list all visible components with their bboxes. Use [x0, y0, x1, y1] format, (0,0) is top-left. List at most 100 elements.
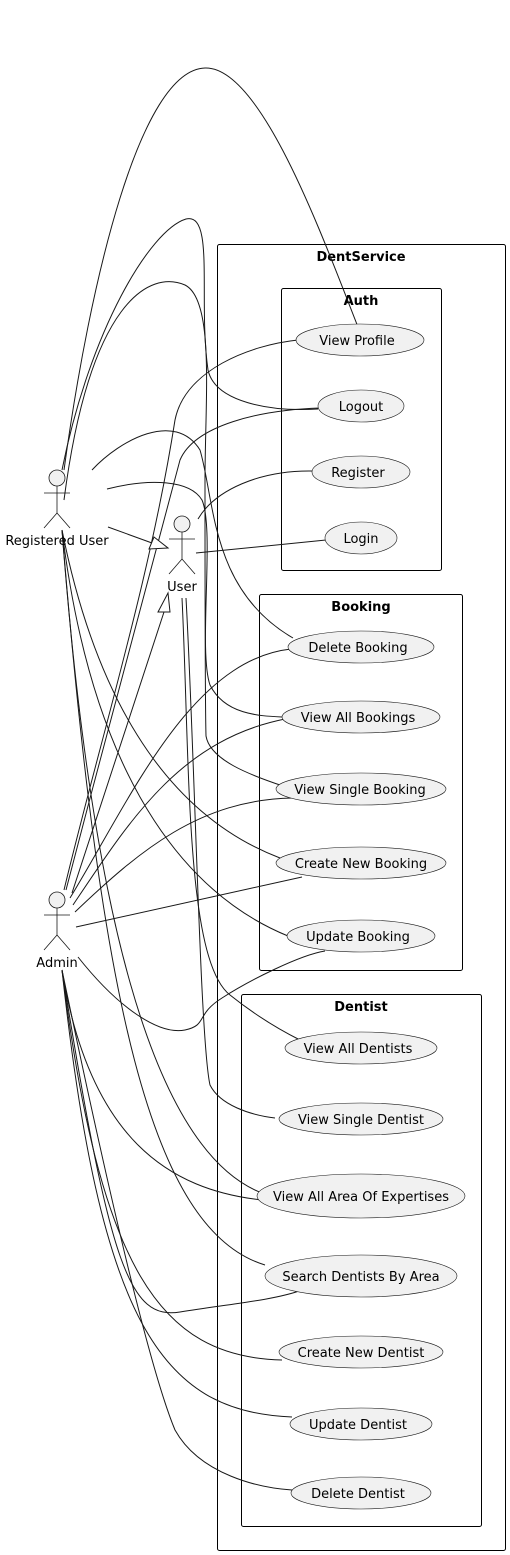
- assoc-registered-view-all-bookings: [106, 481, 284, 718]
- assoc-user-register: [197, 470, 314, 520]
- view-all-bookings-ellipse: [281, 700, 441, 734]
- delete-dentist-ellipse: [290, 1476, 432, 1510]
- use-case-logout: Logout: [317, 389, 405, 423]
- create-new-dentist-label: Create New Dentist: [298, 1346, 425, 1361]
- view-single-booking-ellipse: [275, 772, 447, 806]
- assoc-admin-view-single-booking: [74, 797, 293, 913]
- assoc-registered-view-single-booking: [63, 281, 284, 787]
- dentist-title: Dentist: [334, 1000, 388, 1015]
- auth-frame: [281, 288, 442, 571]
- auth-title: Auth: [344, 294, 379, 309]
- create-new-booking-ellipse: [275, 846, 447, 880]
- assoc-registered-update-booking: [61, 529, 289, 937]
- register-ellipse: [311, 455, 411, 489]
- booking-title: Booking: [331, 600, 390, 615]
- actor-registered-user: Registered User: [5, 469, 109, 549]
- use-case-view-all-dentists: View All Dentists: [284, 1031, 438, 1065]
- view-single-dentist-label: View Single Dentist: [298, 1113, 424, 1128]
- delete-dentist-label: Delete Dentist: [311, 1487, 405, 1502]
- admin-leg-right: [56, 934, 71, 951]
- gen-registered-user-arrow: [148, 536, 170, 550]
- registered-user-label: Registered User: [5, 534, 109, 549]
- system-boundary: DentService: [217, 244, 506, 1551]
- use-case-view-all-area-of-expertises: View All Area Of Expertises: [256, 1173, 466, 1219]
- dentservice-frame: [217, 244, 506, 1551]
- logout-label: Logout: [339, 400, 384, 415]
- delete-booking-label: Delete Booking: [308, 641, 407, 656]
- assoc-admin-view-all-bookings: [72, 718, 286, 906]
- booking-package: Booking: [259, 594, 463, 971]
- assoc-user-login: [195, 539, 327, 554]
- gen-admin-arrow: [157, 591, 171, 613]
- assoc-admin-update-booking: [77, 950, 326, 1032]
- actor-user: User: [167, 515, 197, 595]
- assoc-admin-create-new-dentist: [61, 969, 283, 1361]
- dentist-package: Dentist: [241, 994, 482, 1527]
- assoc-admin-delete-booking: [69, 648, 292, 899]
- use-case-update-dentist: Update Dentist: [289, 1407, 433, 1441]
- associations: [61, 67, 359, 1491]
- assoc-registered-search-by-area: [61, 529, 266, 1266]
- view-profile-label: View Profile: [319, 334, 394, 349]
- assoc-admin-view-profile: [63, 339, 299, 891]
- generalizations: [71, 526, 171, 894]
- use-case-login: Login: [324, 521, 398, 555]
- use-case-search-dentists-by-area: Search Dentists By Area: [264, 1254, 458, 1298]
- use-case-view-single-booking: View Single Booking: [275, 772, 447, 806]
- create-new-booking-label: Create New Booking: [295, 857, 427, 872]
- registered-user-leg-left: [43, 512, 58, 529]
- assoc-registered-create-new-booking: [61, 529, 281, 859]
- register-label: Register: [331, 466, 385, 481]
- assoc-registered-view-profile: [63, 67, 359, 471]
- login-label: Login: [343, 532, 378, 547]
- view-all-dentists-ellipse: [284, 1031, 438, 1065]
- user-label: User: [167, 580, 197, 595]
- assoc-admin-delete-dentist: [61, 969, 293, 1491]
- update-booking-ellipse: [286, 919, 436, 953]
- search-by-area-ellipse: [264, 1254, 458, 1298]
- assoc-user-view-single-dentist: [185, 597, 276, 1119]
- assoc-admin-view-all-area: [61, 969, 263, 1201]
- assoc-admin-search-by-area: [61, 969, 303, 1314]
- view-single-booking-label: View Single Booking: [294, 783, 426, 798]
- assoc-admin-logout: [65, 407, 321, 891]
- user-leg-left: [168, 558, 183, 575]
- use-case-delete-booking: Delete Booking: [287, 630, 435, 664]
- gen-admin-line: [71, 611, 165, 894]
- update-dentist-ellipse: [289, 1407, 433, 1441]
- use-case-delete-dentist: Delete Dentist: [290, 1476, 432, 1510]
- use-case-view-single-dentist: View Single Dentist: [278, 1102, 444, 1136]
- view-single-dentist-ellipse: [278, 1102, 444, 1136]
- dentservice-title: DentService: [316, 250, 405, 265]
- logout-ellipse: [317, 389, 405, 423]
- view-all-bookings-label: View All Bookings: [301, 711, 416, 726]
- search-by-area-label: Search Dentists By Area: [282, 1270, 439, 1285]
- user-head: [173, 515, 191, 533]
- use-case-register: Register: [311, 455, 411, 489]
- admin-leg-left: [43, 934, 58, 951]
- use-case-create-new-dentist: Create New Dentist: [278, 1335, 444, 1369]
- assoc-registered-logout: [61, 218, 319, 471]
- use-case-create-new-booking: Create New Booking: [275, 846, 447, 880]
- use-case-view-profile: View Profile: [295, 323, 425, 357]
- update-dentist-label: Update Dentist: [309, 1418, 407, 1433]
- booking-frame: [259, 594, 463, 971]
- use-case-update-booking: Update Booking: [286, 919, 436, 953]
- admin-label: Admin: [36, 956, 77, 971]
- view-all-area-ellipse: [256, 1173, 466, 1219]
- registered-user-head: [48, 469, 66, 487]
- registered-user-leg-right: [56, 512, 71, 529]
- view-all-dentists-label: View All Dentists: [304, 1042, 413, 1057]
- assoc-admin-create-new-booking: [75, 876, 303, 928]
- auth-package: Auth: [281, 288, 442, 571]
- admin-head: [48, 891, 66, 909]
- update-booking-label: Update Booking: [306, 930, 410, 945]
- gen-registered-user-line: [107, 526, 153, 544]
- assoc-registered-delete-booking: [91, 430, 294, 639]
- actor-admin: Admin: [36, 891, 78, 971]
- view-profile-ellipse: [295, 323, 425, 357]
- use-case-view-all-bookings: View All Bookings: [281, 700, 441, 734]
- user-leg-right: [181, 558, 196, 575]
- login-ellipse: [324, 521, 398, 555]
